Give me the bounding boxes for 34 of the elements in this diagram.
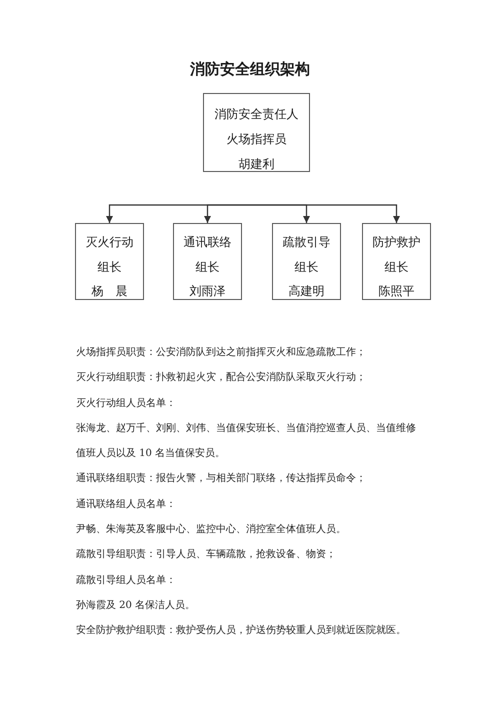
org-box — [362, 223, 431, 300]
box-heading: 疏散引导 — [282, 234, 330, 250]
role-label: 组长 — [98, 258, 122, 274]
box-heading: 灭火行动 — [86, 234, 134, 250]
note-text: 孙海霞及 20 名保洁人员。 — [76, 598, 196, 613]
note-text: 火场指挥员职责：公安消防队到达之前指挥灭火和应急疏散工作； — [76, 346, 366, 360]
note-text: 通讯联络组人员名单： — [76, 498, 176, 512]
note-text: 安全防护救护组职责：救护受伤人员，护送伤势较重人员到就近医院就医。 — [76, 624, 406, 638]
box-heading: 通讯联络 — [184, 234, 232, 250]
person-name: 胡建利 — [238, 156, 274, 172]
note-text: 通讯联络组职责：报告火警，与相关部门联络，传达指挥员命令； — [76, 472, 366, 486]
box-heading: 防护救护 — [372, 234, 420, 250]
arrow — [204, 204, 256, 223]
person-name: 高建明 — [288, 283, 324, 299]
role-label: 组长 — [384, 258, 408, 274]
org-box — [272, 223, 341, 300]
org-box — [203, 93, 310, 172]
diagram-title: 消防安全组织架构 — [190, 59, 310, 79]
person-name: 杨 晨 — [92, 283, 128, 299]
person-name: 刘雨泽 — [190, 283, 226, 299]
role-label: 组长 — [294, 258, 318, 274]
note-text: 疏散引导组人员名单： — [76, 574, 176, 588]
note-text: 张海龙、赵万千、刘刚、刘伟、当值保安班长、当值消控巡查人员、当值维修值班人员以及 10 名当值保安员。 — [76, 422, 417, 462]
note-text: 灭火行动组职责：扑救初起火灾，配合公安消防队采取灭火行动； — [76, 370, 366, 386]
box-heading: 消防安全责任人 — [214, 106, 298, 122]
role-label: 火场指挥员 — [226, 130, 286, 146]
org-box — [75, 223, 144, 300]
role-label: 组长 — [196, 258, 220, 274]
person-name: 陈照平 — [378, 283, 414, 299]
org-box — [173, 223, 242, 300]
note-text: 疏散引导组职责：引导人员、车辆疏散，抢救设备、物资； — [76, 548, 336, 562]
arrow — [256, 204, 400, 223]
note-text: 灭火行动组人员名单： — [76, 396, 176, 411]
note-text: 尹畅、朱海英及客服中心、监控中心、消控室全体值班人员。 — [76, 522, 346, 538]
